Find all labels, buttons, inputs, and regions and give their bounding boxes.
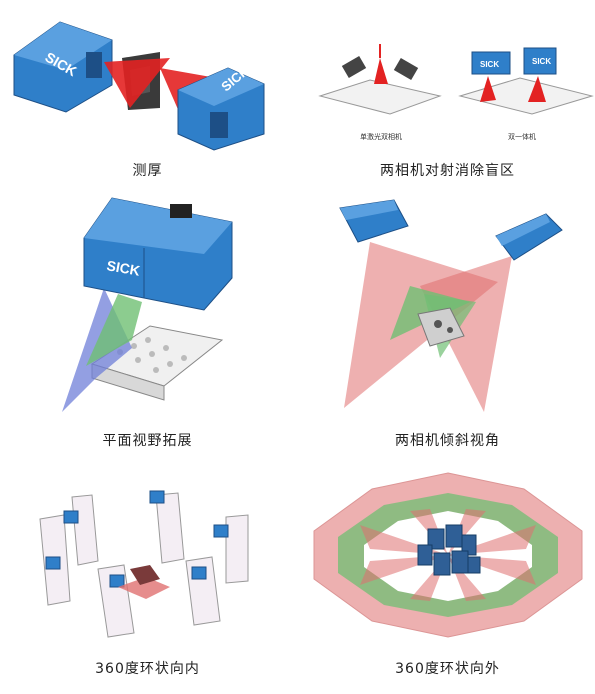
field-extension-illustration: SICK bbox=[62, 197, 233, 412]
ring-outward-illustration bbox=[313, 472, 583, 638]
sublabel-single-laser: 单激光双相机 bbox=[360, 133, 402, 141]
panel-ring-outward: 360度环状向外 bbox=[300, 465, 595, 694]
caption-field-extension: 平面视野拓展 bbox=[102, 433, 193, 449]
dual-camera-illustration: SICK SICK bbox=[318, 44, 594, 115]
panel-ring-inward: 360度环状向内 bbox=[0, 465, 295, 694]
caption-tilted-view: 两相机倾斜视角 bbox=[395, 433, 500, 449]
brand-logo: SICK bbox=[105, 257, 141, 279]
sublabel-dual-integrated: 双一体机 bbox=[508, 133, 536, 141]
thickness-illustration: SICK SICK bbox=[13, 21, 265, 151]
caption-ring-inward: 360度环状向内 bbox=[95, 661, 200, 677]
caption-thickness: 测厚 bbox=[132, 163, 163, 179]
caption-ring-outward: 360度环状向外 bbox=[395, 661, 500, 677]
brand-logo-left: SICK bbox=[480, 60, 499, 69]
panel-tilted-view: 两相机倾斜视角 bbox=[300, 190, 595, 460]
panel-thickness: SICK SICK 测厚 bbox=[0, 0, 295, 190]
tilted-view-illustration bbox=[339, 199, 563, 412]
ring-inward-illustration bbox=[39, 490, 249, 638]
panel-dual-camera-opposed: SICK SICK 单激光双相机 双一体机 两相机对射消除盲区 bbox=[300, 0, 595, 190]
brand-logo-right: SICK bbox=[532, 57, 551, 66]
panel-field-extension: SICK 平面视野拓展 bbox=[0, 190, 295, 460]
caption-dual-camera-opposed: 两相机对射消除盲区 bbox=[380, 163, 515, 179]
